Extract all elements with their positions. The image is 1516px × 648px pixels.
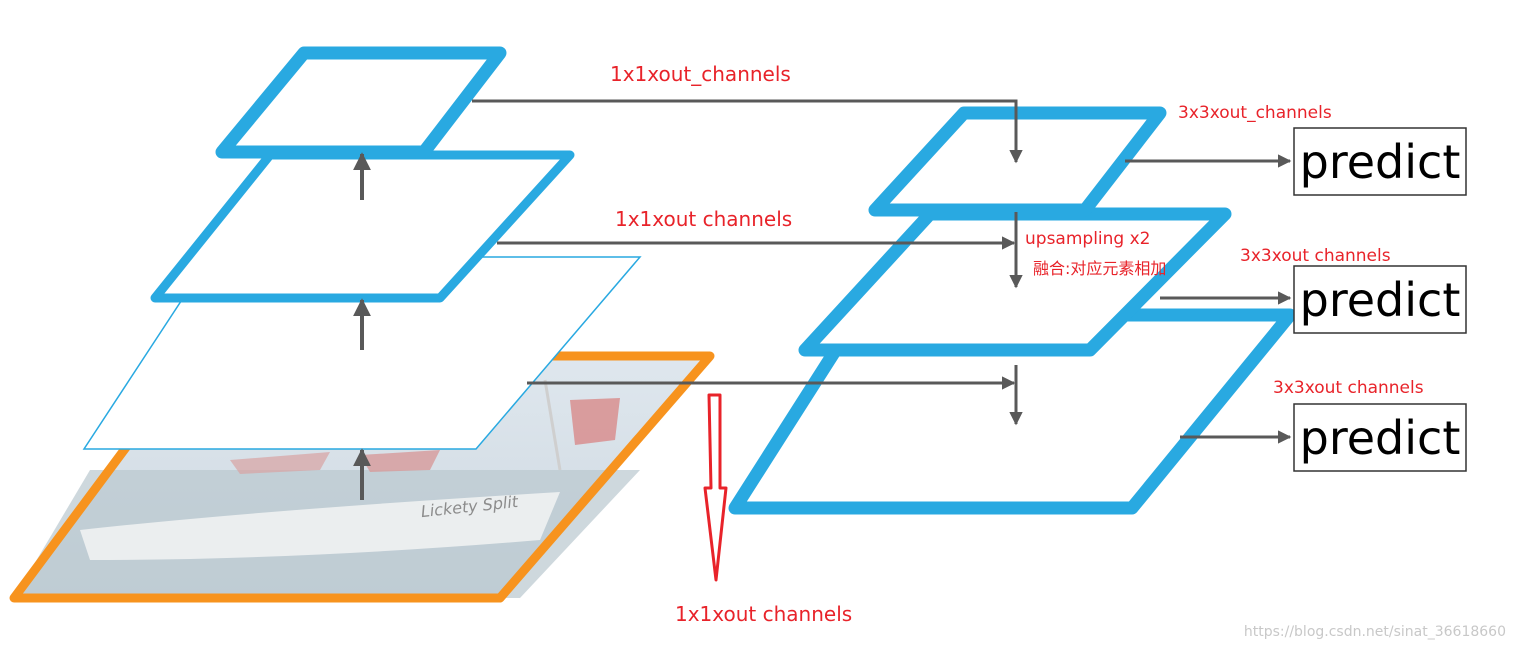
- top-down-layer-p2: [728, 308, 1297, 515]
- label-lateral-top: 1x1xout_channels: [610, 62, 791, 86]
- watermark: https://blog.csdn.net/sinat_36618660: [1244, 624, 1506, 640]
- label-fusion: 融合:对应元素相加: [1033, 259, 1166, 278]
- predict-label-mid: predict: [1300, 273, 1461, 327]
- label-lateral-bottom: 1x1xout channels: [675, 602, 852, 626]
- predict-box-bottom: predict: [1293, 403, 1467, 472]
- bottom-up-layer-c3: [150, 150, 575, 303]
- red-down-arrow: [703, 393, 728, 582]
- bottom-up-layer-c2: [82, 256, 642, 450]
- predict-box-mid: predict: [1293, 265, 1467, 334]
- lateral-arrow-top: [472, 99, 1023, 164]
- label-conv-top: 3x3xout_channels: [1178, 103, 1332, 123]
- label-conv-bottom: 3x3xout channels: [1273, 378, 1424, 398]
- predict-box-top: predict: [1293, 127, 1467, 196]
- predict-label-bottom: predict: [1300, 411, 1461, 465]
- bottom-up-layer-c4: [215, 46, 507, 159]
- label-conv-mid: 3x3xout channels: [1240, 246, 1391, 266]
- label-lateral-mid: 1x1xout channels: [615, 207, 792, 231]
- label-upsampling: upsampling x2: [1025, 229, 1150, 249]
- predict-label-top: predict: [1300, 135, 1461, 189]
